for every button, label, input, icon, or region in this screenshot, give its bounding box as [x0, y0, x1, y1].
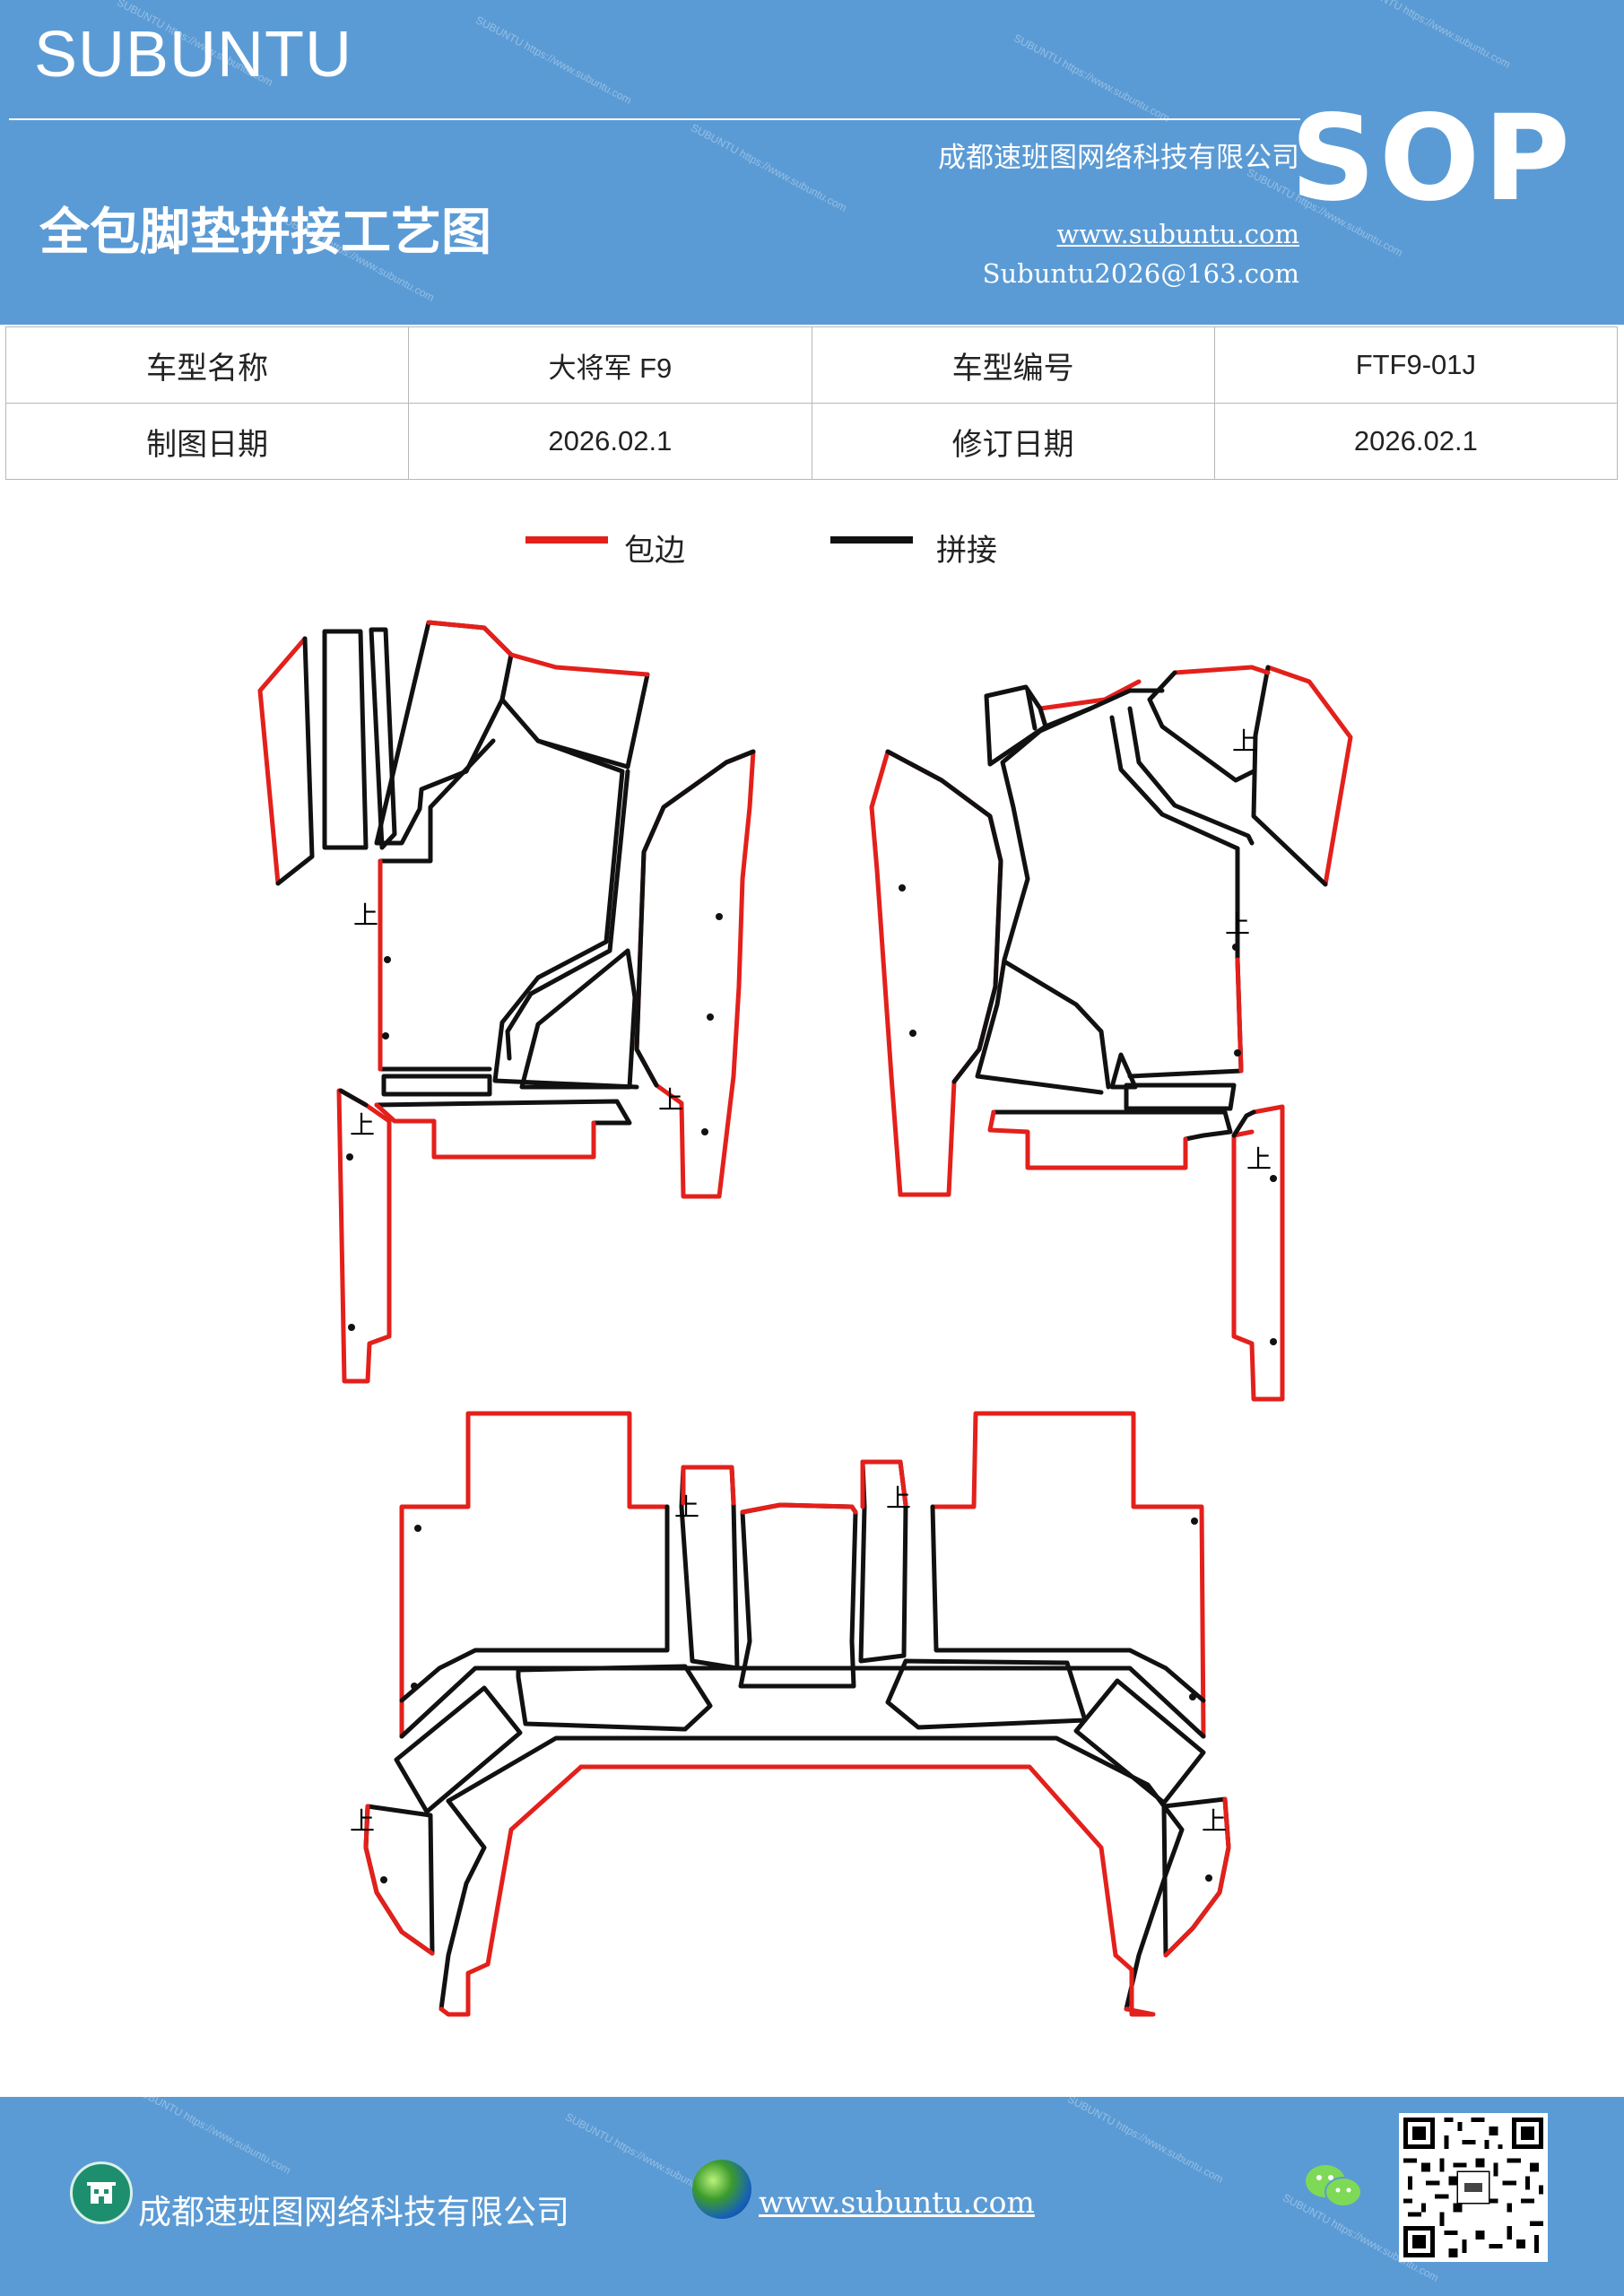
front-left-mat	[257, 620, 756, 1384]
footer-company-name: 成都速班图网络科技有限公司	[138, 2193, 569, 2231]
up-marker: 上	[353, 900, 378, 930]
revision-date-label: 修订日期	[811, 403, 1215, 480]
globe-icon	[692, 2160, 751, 2219]
seam-legend-label: 拼接	[936, 533, 997, 569]
up-marker: 上	[1202, 1806, 1227, 1836]
footer: SUBUNTU https://www.subuntu.com SUBUNTU …	[0, 2097, 1624, 2296]
up-marker: 上	[1246, 1144, 1272, 1174]
model-name-value: 大将军 F9	[408, 326, 812, 404]
watermark: SUBUNTU https://www.subuntu.com	[1065, 2097, 1226, 2186]
table-row: 车型名称 大将军 F9 车型编号 FTF9-01J	[4, 326, 1619, 404]
up-marker: 上	[658, 1085, 683, 1115]
table-row: 制图日期 2026.02.1 修订日期 2026.02.1	[4, 403, 1619, 480]
vehicle-info-table: 车型名称 大将军 F9 车型编号 FTF9-01J 制图日期 2026.02.1…	[4, 326, 1619, 480]
model-name-label: 车型名称	[4, 326, 410, 404]
up-marker: 上	[1232, 726, 1257, 756]
watermark: SUBUNTU https://www.subuntu.com	[133, 2097, 293, 2177]
front-right-mat	[869, 665, 1353, 1402]
up-marker: 上	[886, 1483, 911, 1513]
header: SUBUNTU https://www.subuntu.com SUBUNTU …	[0, 0, 1624, 325]
seam-legend-swatch	[830, 536, 913, 544]
sop-label: SOP	[1290, 90, 1574, 228]
drawing-date-value: 2026.02.1	[408, 403, 812, 480]
qr-code	[1399, 2113, 1548, 2262]
drawing-date-label: 制图日期	[4, 403, 410, 480]
up-marker: 上	[350, 1110, 375, 1140]
rear-mat	[363, 1411, 1231, 2017]
orientation-markers: 上 上 上 上 上 上 上 上 上 上	[350, 726, 1272, 1836]
edge-legend-swatch	[525, 536, 608, 544]
up-marker: 上	[350, 1806, 375, 1836]
revision-date-value: 2026.02.1	[1213, 403, 1619, 480]
model-code-label: 车型编号	[811, 326, 1215, 404]
header-divider	[9, 118, 1300, 120]
up-marker: 上	[1225, 909, 1250, 939]
footer-website-link[interactable]: www.subuntu.com	[759, 2185, 1035, 2220]
up-marker: 上	[674, 1492, 699, 1522]
model-code-value: FTF9-01J	[1213, 326, 1619, 404]
building-icon	[70, 2161, 133, 2224]
website-link[interactable]: www.subuntu.com	[1056, 219, 1299, 249]
email-address: Subuntu2026@163.com	[982, 258, 1299, 289]
company-name: 成都速班图网络科技有限公司	[938, 142, 1299, 174]
page-title: 全包脚垫拼接工艺图	[39, 204, 491, 262]
edge-legend-label: 包边	[624, 533, 685, 569]
wechat-icon[interactable]	[1302, 2160, 1365, 2213]
brand-name: SUBUNTU	[34, 19, 353, 91]
legend: 包边 拼接	[0, 526, 1624, 570]
